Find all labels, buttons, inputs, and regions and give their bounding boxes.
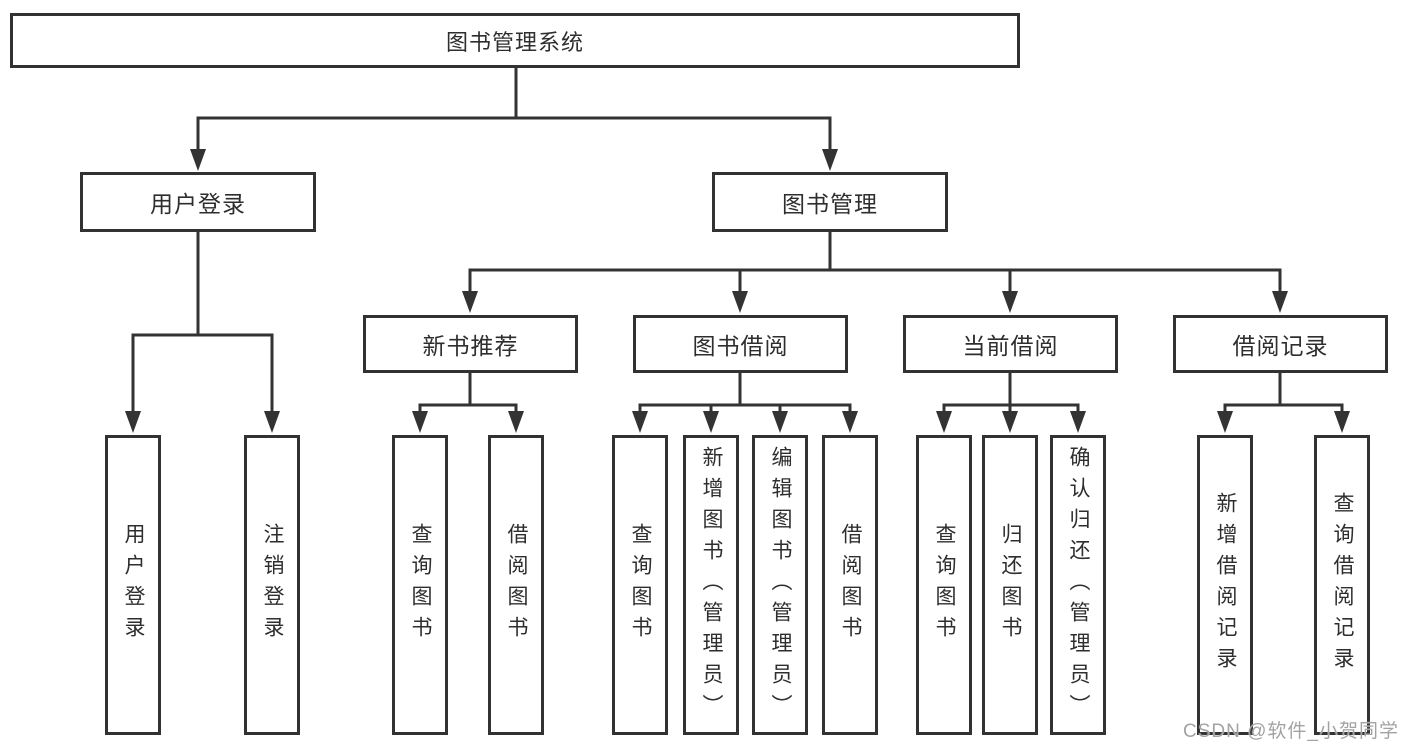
connector-book-management-children	[462, 229, 1288, 313]
leaf-confirm-return-admin: 确认归还（管理员）	[1050, 435, 1106, 735]
leaf-query-borrow-record: 查询借阅记录	[1314, 435, 1370, 735]
leaf-logout: 注销登录	[244, 435, 300, 735]
node-book-borrow: 图书借阅	[633, 315, 848, 373]
connector-new-book-recommend-children	[412, 370, 524, 433]
node-book-borrow-label: 图书借阅	[692, 333, 789, 359]
connector-user-login-children	[125, 229, 280, 433]
connector-borrow-record-children	[1217, 370, 1350, 433]
leaf-query-books-recommend-label: 查询图书	[409, 523, 432, 647]
connector-book-borrow-children	[632, 370, 858, 433]
leaf-query-books-current: 查询图书	[916, 435, 972, 735]
node-new-book-recommend-label: 新书推荐	[422, 333, 519, 359]
node-user-login-label: 用户登录	[150, 191, 246, 217]
leaf-query-books-borrow-label: 查询图书	[629, 523, 652, 647]
node-new-book-recommend: 新书推荐	[363, 315, 578, 373]
leaf-confirm-return-admin-label: 确认归还（管理员）	[1067, 445, 1090, 725]
leaf-query-borrow-record-label: 查询借阅记录	[1331, 492, 1354, 678]
node-book-management-label: 图书管理	[782, 191, 878, 217]
node-book-management: 图书管理	[712, 172, 948, 232]
leaf-borrow-books-recommend: 借阅图书	[488, 435, 544, 735]
node-current-borrow-label: 当前借阅	[962, 333, 1059, 359]
node-library-management-system-label: 图书管理系统	[445, 29, 584, 55]
node-borrow-record-label: 借阅记录	[1232, 333, 1329, 359]
leaf-borrow-books: 借阅图书	[822, 435, 878, 735]
node-current-borrow: 当前借阅	[903, 315, 1118, 373]
leaf-add-books-admin-label: 新增图书（管理员）	[700, 445, 723, 725]
node-user-login: 用户登录	[80, 172, 316, 232]
leaf-return-books: 归还图书	[982, 435, 1038, 735]
leaf-query-books-recommend: 查询图书	[392, 435, 448, 735]
leaf-add-borrow-record-label: 新增借阅记录	[1214, 492, 1237, 678]
node-library-management-system: 图书管理系统	[10, 13, 1020, 68]
leaf-logout-label: 注销登录	[261, 523, 284, 647]
leaf-edit-books-admin-label: 编辑图书（管理员）	[769, 445, 792, 725]
leaf-add-books-admin: 新增图书（管理员）	[683, 435, 739, 735]
leaf-add-borrow-record: 新增借阅记录	[1197, 435, 1253, 735]
leaf-query-books-borrow: 查询图书	[612, 435, 668, 735]
connector-current-borrow-children	[936, 370, 1086, 433]
leaf-borrow-books-label: 借阅图书	[839, 523, 862, 647]
leaf-user-login: 用户登录	[105, 435, 161, 735]
leaf-edit-books-admin: 编辑图书（管理员）	[752, 435, 808, 735]
csdn-watermark: CSDN @软件_小贺同学	[1183, 721, 1399, 742]
node-borrow-record: 借阅记录	[1173, 315, 1388, 373]
leaf-user-login-label: 用户登录	[122, 523, 145, 647]
connector-root-to-level2	[190, 68, 838, 171]
leaf-query-books-current-label: 查询图书	[933, 523, 956, 647]
leaf-borrow-books-recommend-label: 借阅图书	[505, 523, 528, 647]
leaf-return-books-label: 归还图书	[999, 523, 1022, 647]
